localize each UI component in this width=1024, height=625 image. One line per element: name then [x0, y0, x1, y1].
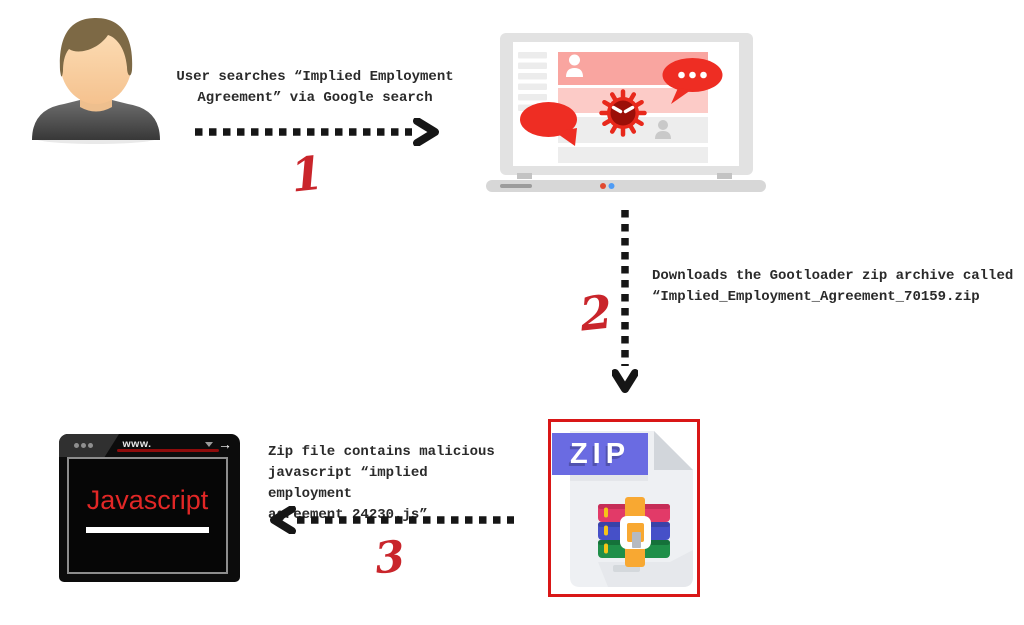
dotted-arrow-left-icon	[270, 506, 514, 534]
step2-caption: Downloads the Gootloader zip archive cal…	[652, 268, 1014, 305]
url-underline	[117, 449, 219, 452]
javascript-text: Javascript	[86, 485, 209, 515]
underline-bar	[86, 527, 209, 533]
step2-number: 2	[577, 284, 615, 342]
malware-virus-icon	[599, 89, 647, 137]
go-arrow-icon: →	[218, 436, 232, 452]
url-text: www.	[122, 438, 152, 450]
window-dot-icon	[81, 443, 86, 448]
user-avatar-icon	[32, 18, 160, 144]
dotted-arrow-down-icon	[612, 210, 638, 393]
speech-bubble-icon	[520, 102, 577, 146]
step1-caption: User searches “Implied Employment Agreem…	[176, 69, 454, 106]
browser-content: Javascript	[67, 457, 228, 574]
dotted-arrow-right-icon	[195, 118, 439, 146]
dropdown-caret-icon	[205, 442, 213, 447]
step3-number: 3	[372, 531, 408, 585]
zip-archive-icon: ZIP	[548, 419, 700, 597]
step3-caption: Zip file contains malicious javascript “…	[268, 444, 495, 523]
person-icon-gray	[655, 120, 671, 139]
laptop-infected-search-icon	[486, 33, 766, 192]
winrar-books-icon	[598, 497, 670, 572]
browser-window: www. → Javascript	[59, 434, 240, 582]
window-dot-icon	[74, 443, 79, 448]
step1-number: 1	[288, 145, 326, 203]
window-dot-icon	[88, 443, 93, 448]
speech-bubble-dots-icon	[662, 58, 723, 104]
zip-banner-label: ZIP	[552, 433, 648, 475]
person-icon	[566, 54, 583, 77]
